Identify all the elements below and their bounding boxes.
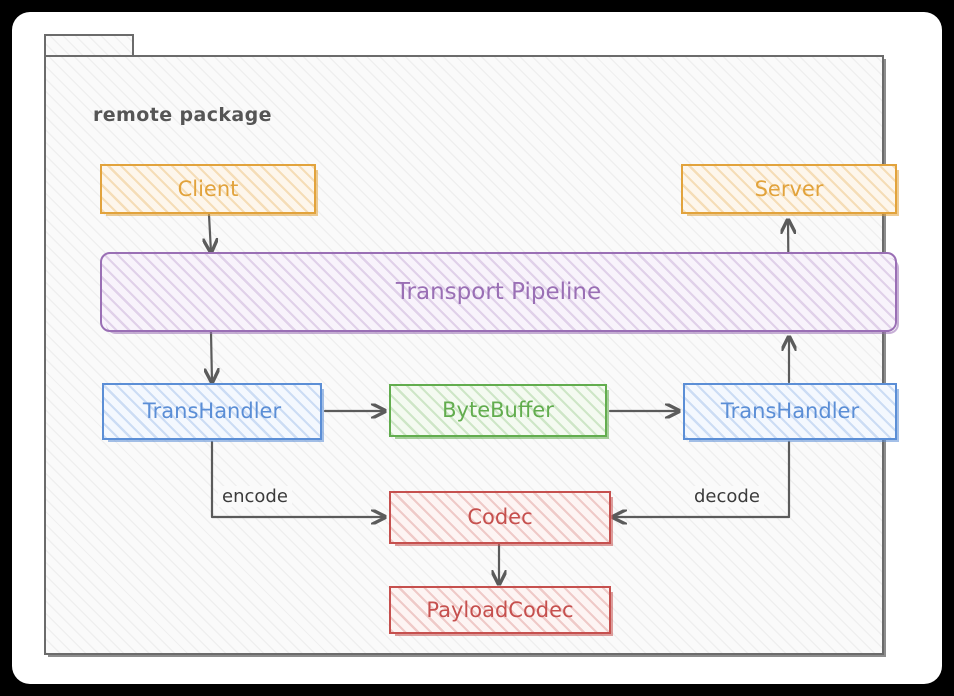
node-payloadcodec[interactable]: PayloadCodec bbox=[389, 586, 613, 636]
node-bytebuffer-label: ByteBuffer bbox=[442, 398, 554, 422]
node-transhandler-left[interactable]: TransHandler bbox=[102, 383, 324, 442]
node-transhandler-left-label: TransHandler bbox=[142, 399, 282, 423]
node-client-label: Client bbox=[177, 176, 239, 201]
node-server-label: Server bbox=[754, 176, 824, 201]
package-body bbox=[44, 55, 884, 655]
package-label: remote package bbox=[93, 104, 272, 126]
node-client[interactable]: Client bbox=[100, 164, 318, 216]
node-transport-pipeline[interactable]: Transport Pipeline bbox=[100, 252, 899, 334]
node-transhandler-right-label: TransHandler bbox=[720, 399, 860, 423]
node-transport-pipeline-label: Transport Pipeline bbox=[395, 278, 602, 305]
package-folder-tab bbox=[44, 34, 134, 58]
node-server[interactable]: Server bbox=[681, 164, 899, 216]
node-codec-label: Codec bbox=[467, 505, 533, 529]
node-codec[interactable]: Codec bbox=[389, 491, 613, 546]
node-bytebuffer[interactable]: ByteBuffer bbox=[389, 384, 609, 439]
node-payloadcodec-label: PayloadCodec bbox=[426, 597, 574, 622]
diagram-canvas: remote package bbox=[12, 12, 942, 684]
node-transhandler-right[interactable]: TransHandler bbox=[683, 383, 899, 442]
edge-label-decode: decode bbox=[690, 486, 764, 507]
package-container: remote package bbox=[40, 34, 902, 659]
edge-label-encode: encode bbox=[218, 486, 292, 507]
